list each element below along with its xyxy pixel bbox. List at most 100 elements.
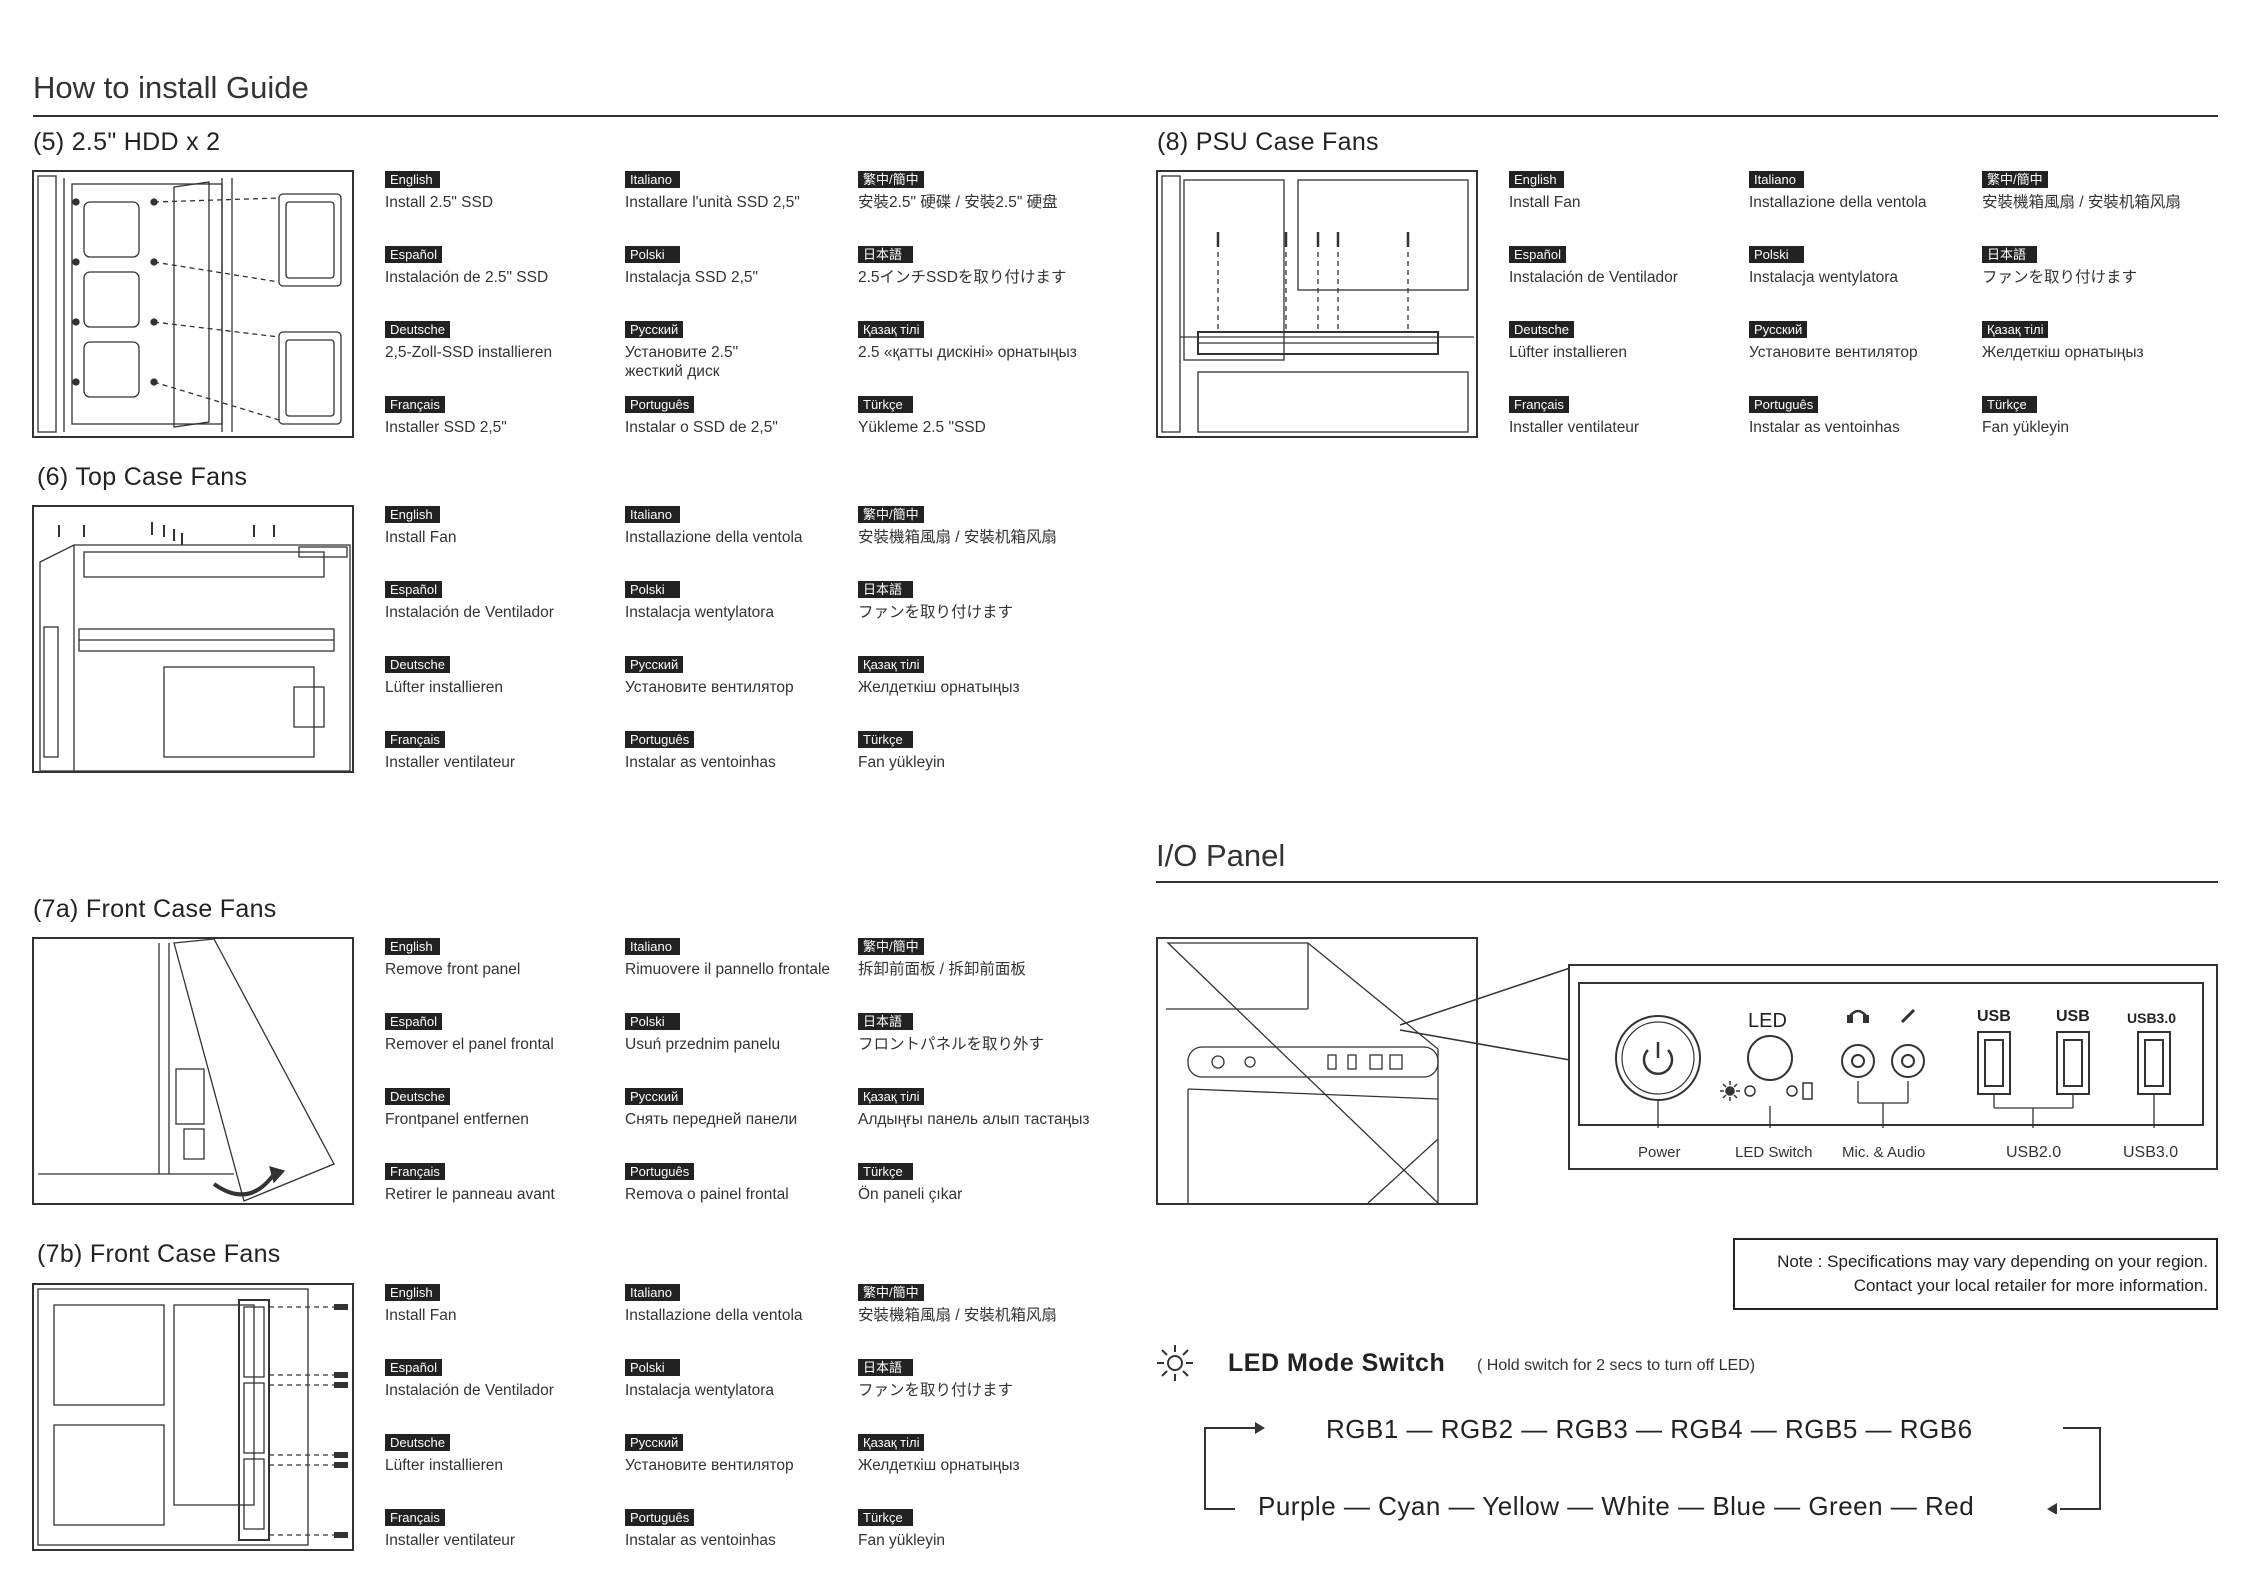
instruction-text: 安裝2.5" 硬碟 / 安裝2.5" 硬盘	[858, 194, 1058, 211]
note-line-1: Note : Specifications may vary depending…	[1777, 1252, 2208, 1271]
instruction-text: Rimuovere il pannello frontale	[625, 961, 831, 978]
section-title-front-fans-b: (7b) Front Case Fans	[37, 1240, 281, 1268]
language-badge: Italiano	[625, 506, 680, 523]
instruction-text: Install 2.5" SSD	[385, 194, 494, 211]
instruction-text: Installare l'unità SSD 2,5"	[625, 194, 800, 211]
language-badge: Қазақ тілі	[1982, 321, 2049, 338]
language-badge: Русский	[1749, 321, 1808, 338]
io-case-illustration	[1156, 937, 1478, 1205]
instruction-text: Installer ventilateur	[385, 754, 516, 771]
language-badge: Deutsche	[385, 321, 450, 338]
instruction-text: Instalar as ventoinhas	[625, 1532, 776, 1549]
instruction-text: 安裝機箱風扇 / 安裝机箱风扇	[858, 529, 1057, 546]
language-badge: 繁中/簡中	[858, 506, 924, 523]
led-switch-caption: LED Switch	[1735, 1144, 1813, 1161]
psu-fans-illustration	[1156, 170, 1478, 438]
instruction-text: Installazione della ventola	[625, 1307, 803, 1324]
language-badge: 日本語	[858, 246, 913, 263]
instruction-text: フロントパネルを取り外す	[858, 1036, 1045, 1053]
language-badge: Deutsche	[385, 1434, 450, 1451]
instruction-text: 2,5-Zoll-SSD installieren	[385, 344, 553, 361]
instruction-text: Instalacja wentylatora	[625, 1382, 775, 1399]
instruction-text: Желдеткіш орнатыңыз	[858, 1457, 1020, 1474]
instruction-text: Installer ventilateur	[1509, 419, 1640, 436]
language-entry: 日本語ファンを取り付けます	[858, 581, 1103, 656]
language-badge: Қазақ тілі	[858, 321, 925, 338]
language-badge: Español	[1509, 246, 1566, 263]
language-badge: English	[385, 506, 440, 523]
language-badge: Español	[385, 1013, 442, 1030]
language-entry: 繁中/簡中安裝機箱風扇 / 安裝机箱风扇	[1982, 171, 2227, 246]
power-caption: Power	[1638, 1144, 1681, 1161]
section-title-top-fans: (6) Top Case Fans	[37, 463, 248, 491]
language-badge: Français	[385, 1163, 445, 1180]
title-divider	[33, 115, 2218, 117]
instruction-text: Yükleme 2.5 "SSD	[858, 419, 986, 436]
instruction-text: Установите вентилятор	[625, 679, 794, 696]
language-badge: Türkçe	[858, 1509, 913, 1526]
language-badge: Қазақ тілі	[858, 1434, 925, 1451]
language-badge: 日本語	[858, 1013, 913, 1030]
language-badge: Русский	[625, 1434, 684, 1451]
language-badge: Deutsche	[1509, 321, 1574, 338]
hdd-illustration	[32, 170, 354, 438]
instruction-text: Usuń przednim panelu	[625, 1036, 781, 1053]
language-badge: English	[1509, 171, 1564, 188]
instruction-text: Lüfter installieren	[385, 679, 504, 696]
io-panel-divider	[1156, 881, 2218, 883]
usb3-label: USB3.0	[2127, 1010, 2177, 1026]
language-badge: Português	[625, 1509, 695, 1526]
usb30-caption: USB3.0	[2123, 1144, 2179, 1161]
instruction-text: Instalar as ventoinhas	[1749, 419, 1900, 436]
instruction-text: Instalación de Ventilador	[385, 604, 554, 621]
language-badge: Deutsche	[385, 1088, 450, 1105]
language-badge: Türkçe	[858, 396, 913, 413]
language-badge: 繁中/簡中	[1982, 171, 2048, 188]
language-badge: English	[385, 1284, 440, 1301]
instruction-text: Frontpanel entfernen	[385, 1111, 529, 1128]
instruction-text: Установите вентилятор	[625, 1457, 794, 1474]
language-badge: 日本語	[858, 1359, 913, 1376]
instruction-text: Instalación de Ventilador	[1509, 269, 1678, 286]
instruction-text: Алдыңғы панель алып тастаңыз	[858, 1111, 1090, 1128]
language-badge: Português	[625, 396, 695, 413]
mic-audio-caption: Mic. & Audio	[1842, 1144, 1926, 1161]
usb-label-1: USB	[1977, 1008, 2011, 1025]
io-panel-detail: LED USB USB USB3.0 Power LED Switch Mic.…	[1568, 964, 2218, 1170]
instruction-text: 拆卸前面板 / 拆卸前面板	[858, 961, 1026, 978]
instruction-text: Fan yükleyin	[858, 754, 946, 771]
section-title-hdd: (5) 2.5" HDD x 2	[33, 128, 221, 156]
language-badge: 日本語	[1982, 246, 2037, 263]
instruction-text: Fan yükleyin	[858, 1532, 946, 1549]
top-fans-illustration	[32, 505, 354, 773]
language-badge: Қазақ тілі	[858, 656, 925, 673]
language-badge: Italiano	[625, 171, 680, 188]
